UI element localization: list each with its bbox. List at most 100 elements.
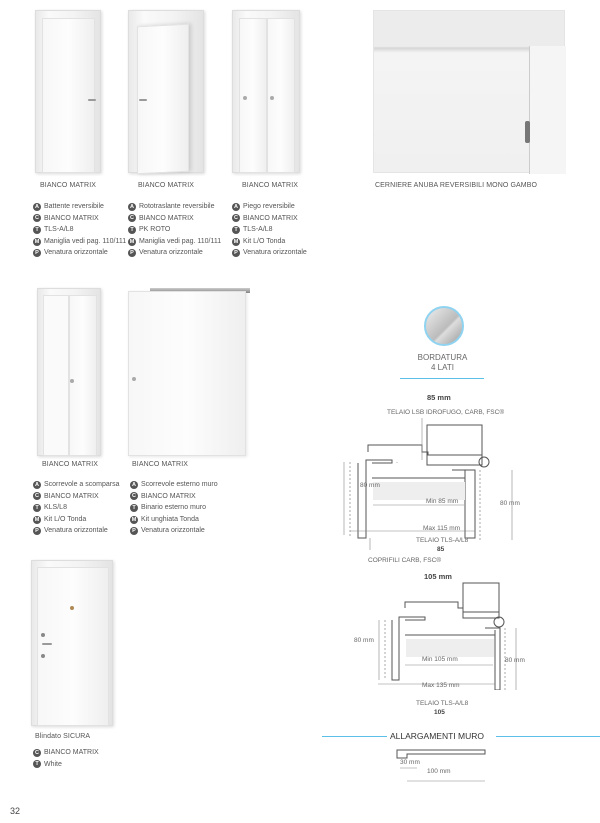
spec-value: Kit L/O Tonda [44, 515, 87, 523]
spec-value: Piego reversibile [243, 203, 295, 210]
spec-badge: T [130, 503, 138, 512]
diagram105-min: Min 105 mm [422, 656, 458, 663]
door-rototraslante-image [128, 10, 204, 175]
spec-badge: A [33, 480, 41, 489]
spec-value: BIANCO MATRIX [141, 492, 196, 500]
spec-badge: T [128, 225, 136, 234]
hinge-photo [373, 10, 566, 174]
diagram85-min: Min 85 mm [426, 498, 459, 505]
diagram85-max: Max 115 mm [423, 525, 461, 532]
spec-badge: P [130, 527, 138, 536]
page-number: 32 [10, 806, 21, 816]
spec-badge: A [128, 202, 136, 211]
door-caption: BIANCO MATRIX [242, 182, 299, 189]
diagram85-telaio-top: TELAIO LSB IDROFUGO, CARB, FSC® [387, 409, 505, 416]
hinge-caption: CERNIERE ANUBA REVERSIBILI MONO GAMBO [375, 182, 538, 189]
spec-value: Kit unghiata Tonda [141, 515, 199, 523]
spec-value: Rototraslante reversibile [139, 203, 215, 210]
spec-badge: P [128, 249, 136, 258]
diagram85-left-height: 80 mm [360, 482, 380, 489]
diagram105-telaio: TELAIO TLS-A/L8 [416, 700, 469, 707]
allargamenti-d1: 30 mm [400, 759, 420, 766]
allargamenti-d2: 100 mm [427, 768, 451, 775]
frame-section-85-diagram [343, 418, 513, 550]
spec-badge: P [33, 249, 41, 258]
spec-value: TLS-A/L8 [44, 226, 74, 234]
spec-value: BIANCO MATRIX [44, 214, 99, 222]
rail-icon [150, 288, 250, 293]
spec-value: Maniglia vedi pag. 110/111 [44, 237, 127, 245]
spec-value: Scorrevole a scomparsa [44, 481, 120, 488]
spec-value: Venatura orizzontale [243, 249, 307, 257]
spec-badge: C [130, 492, 138, 501]
bordatura-icon [424, 306, 464, 346]
allargamenti-profile [396, 749, 486, 782]
spec-value: TLS-A/L8 [243, 226, 273, 234]
frame-section-105-diagram [378, 582, 517, 690]
spec-badge: A [232, 202, 240, 211]
spec-value: Maniglia vedi pag. 110/111 [139, 237, 222, 245]
allargamenti-title: ALLARGAMENTI MURO [390, 731, 484, 741]
spec-badge: T [33, 760, 41, 769]
spec-badge: C [33, 214, 41, 223]
spec-badge: T [232, 225, 240, 234]
spec-badge: M [130, 515, 138, 524]
spec-value: Venatura orizzontale [139, 249, 203, 257]
door-esterno-muro-image [128, 291, 246, 456]
door-caption: Blindato SICURA [35, 733, 91, 740]
spec-value: Venatura orizzontale [44, 249, 108, 257]
door-blindato-image [31, 560, 113, 726]
spec-badge: M [232, 237, 240, 246]
diagram105-right-height: 80 mm [505, 657, 525, 664]
spec-badge: M [33, 237, 41, 246]
allargamenti-line-right [496, 736, 600, 737]
bordatura-line1: BORDATURA [417, 353, 468, 362]
diagram105-max: Max 135 mm [422, 682, 460, 689]
door-battente-image [35, 10, 101, 173]
spec-badge: M [128, 237, 136, 246]
spec-value: BIANCO MATRIX [44, 492, 99, 500]
spec-badge: C [232, 214, 240, 223]
spec-badge: T [33, 503, 41, 512]
bordatura-line2: 4 LATI [431, 363, 454, 372]
door-caption: BIANCO MATRIX [40, 182, 97, 189]
door-caption: BIANCO MATRIX [132, 461, 189, 468]
spec-badge: A [130, 480, 138, 489]
diagram85-telaio: TELAIO TLS-A/L8 [416, 537, 469, 544]
door-scomparsa-image [37, 288, 101, 456]
diagram85-coprifili: COPRIFILI CARB, FSC® [368, 557, 442, 564]
spec-value: Venatura orizzontale [44, 527, 108, 535]
diagram105-telaio-num: 105 [434, 709, 445, 716]
spec-value: Scorrevole esterno muro [141, 481, 218, 488]
diagram85-right-height: 80 mm [500, 500, 520, 507]
spec-value: White [44, 760, 62, 768]
spec-badge: C [33, 492, 41, 501]
spec-value: BIANCO MATRIX [139, 214, 194, 222]
spec-badge: A [33, 202, 41, 211]
